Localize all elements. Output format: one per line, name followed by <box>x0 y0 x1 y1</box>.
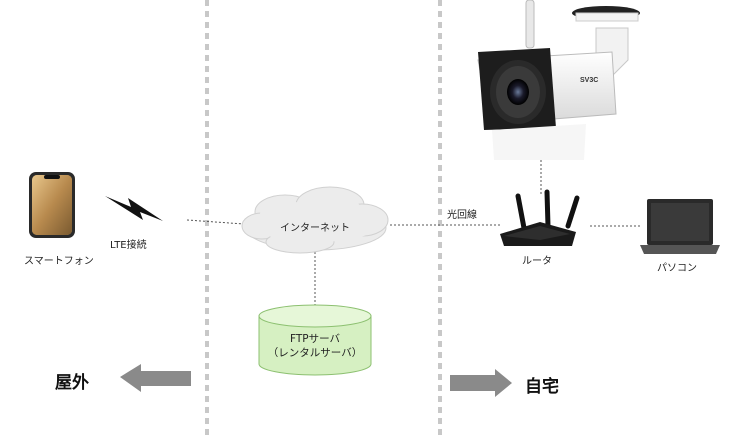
router-label: ルータ <box>522 256 552 267</box>
ftp-label-line2: （レンタルサーバ） <box>267 347 363 359</box>
zone-home-label: 自宅 <box>525 377 559 397</box>
smartphone-label: スマートフォン <box>24 256 94 267</box>
camera-brand: SV3C <box>580 77 598 84</box>
pc-label: パソコン <box>657 263 697 274</box>
ftp-server-label: FTPサーバ （レンタルサーバ） <box>259 332 371 360</box>
database-icon <box>258 304 372 376</box>
security-camera-icon <box>477 0 640 160</box>
smartphone-icon <box>29 172 75 238</box>
fiber-label: 光回線 <box>447 210 477 221</box>
cloud-icon <box>241 186 389 254</box>
ftp-label-line1: FTPサーバ <box>290 333 340 345</box>
arrow-right-icon <box>450 369 512 397</box>
internet-label: インターネット <box>280 223 350 234</box>
zone-outdoor-label: 屋外 <box>55 373 89 393</box>
laptop-icon <box>640 199 720 254</box>
lightning-icon <box>105 196 163 221</box>
connector-lte-internet <box>186 219 245 225</box>
lte-label: LTE接続 <box>110 240 147 251</box>
router-icon <box>500 189 580 246</box>
arrow-left-icon <box>120 364 191 392</box>
